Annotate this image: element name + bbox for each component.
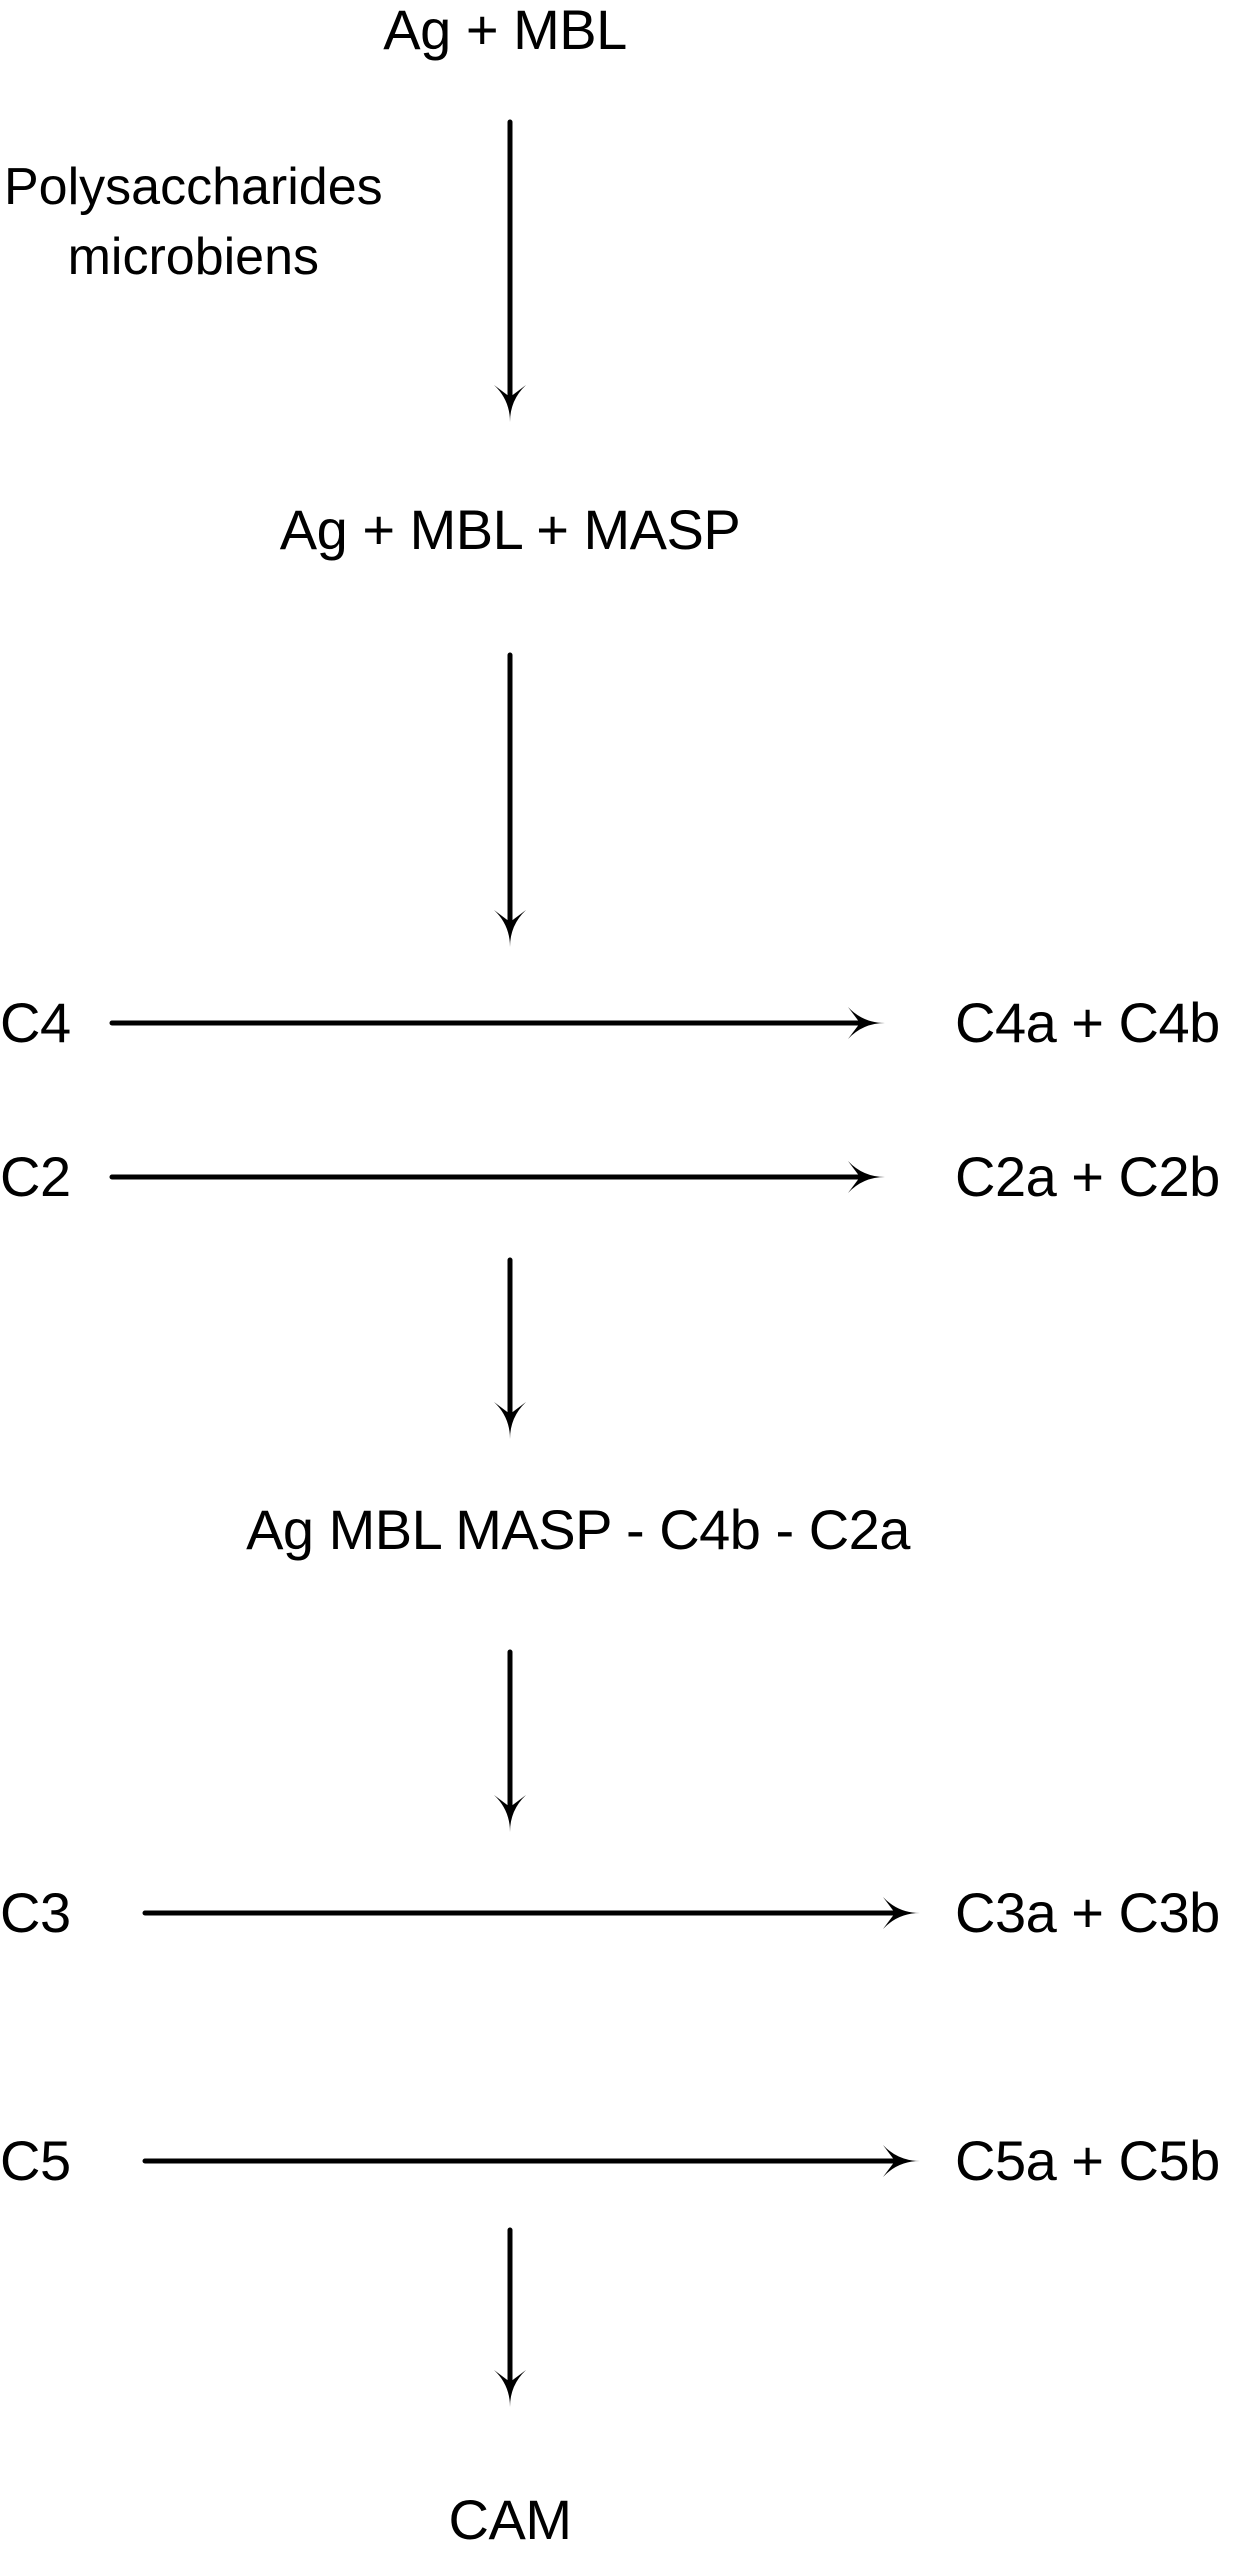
arrowhead-right-c3 [883,1897,920,1929]
node-ag-mbl: Ag + MBL [383,0,627,61]
arrowhead-down-1 [494,385,526,422]
annotation-line-1: Polysaccharides [4,158,383,216]
node-c3: C3 [0,1881,71,1944]
arrowhead-down-5 [494,2370,526,2407]
node-cam: CAM [448,2488,572,2551]
annotation-polysaccharides: Polysaccharides microbiens [4,152,383,292]
arrowhead-down-4 [494,1795,526,1832]
node-c4-products: C4a + C4b [955,991,1220,1054]
arrowhead-right-c4 [848,1007,885,1039]
node-c3-products: C3a + C3b [955,1881,1220,1944]
annotation-line-2: microbiens [67,228,320,286]
arrowhead-down-2 [494,910,526,947]
node-complex: Ag MBL MASP - C4b - C2a [246,1498,910,1561]
node-c4: C4 [0,991,71,1054]
node-c2: C2 [0,1145,71,1208]
arrowhead-right-c2 [848,1161,885,1193]
arrowhead-down-3 [494,1402,526,1439]
node-c5: C5 [0,2129,71,2192]
arrowhead-right-c5 [883,2145,920,2177]
node-ag-mbl-masp: Ag + MBL + MASP [279,498,741,561]
node-c2-products: C2a + C2b [955,1145,1220,1208]
node-c5-products: C5a + C5b [955,2129,1220,2192]
